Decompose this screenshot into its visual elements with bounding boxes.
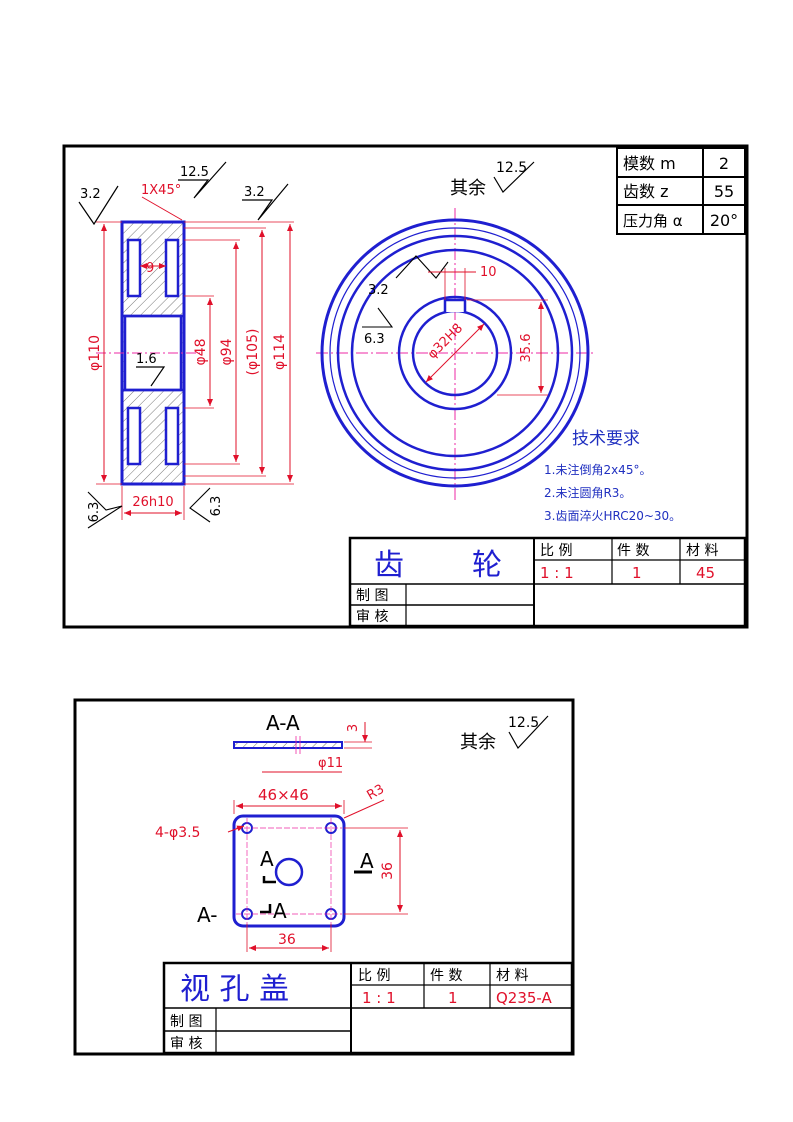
tech-title: 技术要求 (572, 429, 640, 449)
gear-qty-label: 件 数 (617, 543, 649, 559)
rest-roughness: 其余 12.5 (450, 160, 535, 199)
gear-section-view: 3.2 12.5 3.2 1X45° 9 1.6 (78, 161, 294, 529)
roughness-top-mid: 12.5 (180, 165, 209, 180)
tech-item-3: 3.齿面淬火HRC20~30。 (544, 508, 681, 523)
dim-key-width: 10 (480, 265, 497, 280)
cover-scale: 1 : 1 (362, 989, 396, 1007)
cover-pitch-h: 36 (278, 932, 296, 948)
cover-pitch-v: 36 (380, 862, 396, 880)
cut-a-prefix: A- (197, 903, 217, 927)
cover-drawn-label: 制 图 (170, 1014, 202, 1030)
cover-qty: 1 (448, 989, 458, 1007)
cover-rest-prefix: 其余 (460, 732, 496, 753)
dim-phi110: φ110 (87, 335, 103, 371)
dim-phi114: φ114 (272, 334, 288, 370)
cover-material-label: 材 料 (496, 968, 528, 984)
param-value-module: 2 (719, 154, 729, 173)
gear-scale: 1 : 1 (540, 564, 574, 582)
cover-rest-value: 12.5 (508, 715, 539, 731)
param-label-angle: 压力角 α (623, 212, 683, 230)
gear-material: 45 (696, 564, 715, 582)
cover-checked-label: 审 核 (170, 1036, 202, 1052)
dim-width: 26h10 (132, 495, 173, 510)
gear-checked-label: 审 核 (356, 609, 388, 625)
gear-drawn-label: 制 图 (356, 588, 388, 604)
gear-name-part1: 齿 (374, 548, 404, 583)
chamfer-dimension: 1X45° (141, 183, 181, 198)
roughness-bore: 1.6 (136, 352, 157, 367)
roughness-top-right: 3.2 (244, 185, 265, 200)
rest-roughness-value: 12.5 (496, 160, 527, 176)
gear-scale-label: 比 例 (540, 543, 572, 559)
tech-requirements: 技术要求 1.未注倒角2x45°。 2.未注圆角R3。 3.齿面淬火HRC20~… (544, 429, 681, 523)
param-value-teeth: 55 (714, 182, 734, 201)
gear-title-block: 齿 轮 比 例 件 数 材 料 1 : 1 1 45 制 图 审 核 (348, 536, 747, 628)
gear-front-view: 3.2 6.3 10 35.6 φ32H8 (316, 208, 594, 500)
roughness-bottom-left: 6.3 (87, 502, 102, 523)
dim-phi48: φ48 (193, 338, 209, 365)
roughness-top-left: 3.2 (80, 187, 101, 202)
tech-item-2: 2.未注圆角R3。 (544, 485, 631, 500)
cover-name: 视 孔 盖 (180, 972, 289, 1007)
dim-phi94: φ94 (219, 338, 235, 365)
param-label-teeth: 齿数 z (623, 182, 669, 201)
param-value-angle: 20° (710, 211, 738, 230)
cut-a-right: A (360, 849, 374, 873)
cover-holes: 4-φ3.5 (155, 825, 200, 841)
cover-section-title: A-A (266, 711, 300, 735)
rest-roughness-prefix: 其余 (450, 178, 486, 199)
roughness-front-2: 6.3 (364, 332, 385, 347)
param-label-module: 模数 m (623, 154, 676, 173)
cover-size: 46×46 (258, 786, 309, 804)
roughness-front: 3.2 (368, 283, 389, 298)
cut-a-bottom: A (273, 899, 287, 923)
cover-radius: R3 (365, 782, 387, 804)
gear-param-table: 模数 m 2 齿数 z 55 压力角 α 20° (616, 147, 746, 235)
cover-material: Q235-A (496, 989, 553, 1007)
dim-key-depth: 35.6 (519, 334, 534, 363)
cover-drawing: A-A 3 φ11 其余 12.5 46×46 R3 4-φ3.5 (73, 698, 575, 1056)
cover-thickness: 3 (346, 724, 361, 732)
web-dimension: 9 (146, 261, 154, 276)
cover-qty-label: 件 数 (430, 968, 462, 984)
dim-bore: φ32H8 (425, 321, 466, 362)
gear-name-part2: 轮 (472, 548, 502, 583)
gear-drawing: 模数 m 2 齿数 z 55 压力角 α 20° 其余 12.5 3.2 12.… (62, 144, 749, 629)
cover-title-block: 视 孔 盖 比 例 件 数 材 料 1 : 1 1 Q235-A 制 图 审 核 (162, 961, 574, 1055)
cover-scale-label: 比 例 (358, 968, 390, 984)
gear-qty: 1 (632, 564, 642, 582)
tech-item-1: 1.未注倒角2x45°。 (544, 462, 651, 477)
cover-hole-dia: φ11 (318, 756, 343, 771)
gear-material-label: 材 料 (686, 543, 718, 559)
roughness-bottom-right: 6.3 (209, 496, 224, 517)
dim-phi105: (φ105) (245, 329, 261, 376)
cut-a-left: A (260, 847, 274, 871)
